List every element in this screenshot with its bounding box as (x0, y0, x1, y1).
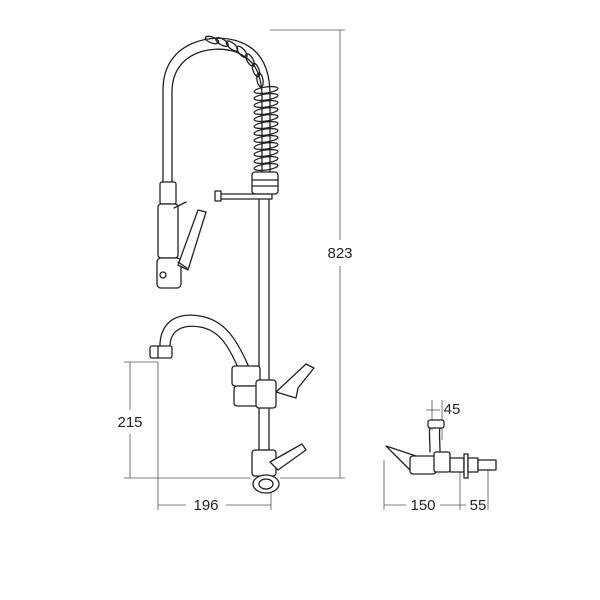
spring-coil-turn (253, 106, 279, 116)
spring-coil (204, 35, 279, 172)
dimension-side-depth: 150 (410, 497, 435, 514)
spring-coil-turn (236, 45, 248, 59)
riser-pipe (258, 191, 270, 451)
spring-coil-turn (253, 155, 279, 165)
spring-coil-turn (253, 127, 279, 137)
dimension-outlet-height: 215 (117, 414, 142, 431)
spring-coil-turn (244, 53, 256, 67)
mixer-body (231, 363, 315, 409)
spring-coil-turn (251, 62, 261, 78)
spring-coil-turn (256, 72, 264, 88)
spring-coil-turn (253, 92, 279, 102)
spring-coil-turn (253, 85, 279, 95)
spray-head (156, 181, 207, 289)
lower-valve (251, 443, 307, 494)
spring-coil-turn (253, 162, 279, 172)
spring-coil-turn (253, 134, 279, 144)
dimension-side-offset: 45 (444, 401, 461, 418)
dimension-spout-reach: 196 (193, 497, 218, 514)
spring-coil-turn (253, 141, 279, 151)
spring-coil-turn (253, 120, 279, 130)
hose-arch (162, 37, 271, 183)
spring-coil-turn (253, 148, 279, 158)
dimension-side-tail: 55 (470, 497, 487, 514)
spring-coil-turn (204, 35, 220, 45)
dimension-height-total: 823 (327, 245, 352, 262)
spring-coil-turn (253, 113, 279, 123)
spring-collar (251, 171, 279, 195)
wall-bracket (214, 190, 273, 202)
side-view-tap (385, 419, 497, 479)
swivel-spout (149, 314, 249, 369)
spring-coil-turn (253, 99, 279, 109)
